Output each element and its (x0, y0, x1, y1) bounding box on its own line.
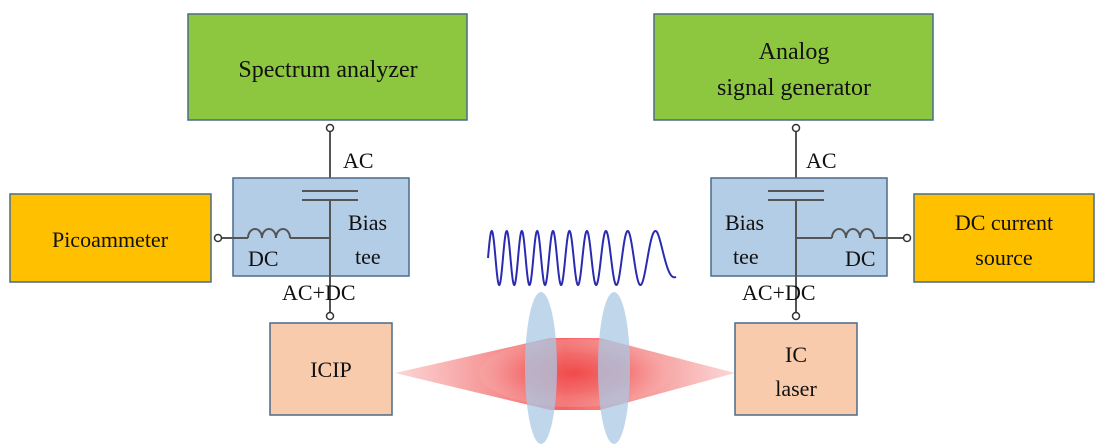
terminal-dot-icon (902, 233, 912, 243)
left-acdc-label: AC+DC (282, 280, 356, 305)
spectrum-analyzer-box (187, 13, 468, 121)
terminal-dot-icon (325, 311, 335, 321)
signal-generator-label-1: Analog (759, 39, 830, 65)
beam-glow (480, 339, 670, 407)
terminal-dot-icon (791, 123, 801, 133)
right-acdc-label: AC+DC (742, 280, 816, 305)
picoammeter-label: Picoammeter (52, 227, 169, 252)
spectrum-analyzer-label: Spectrum analyzer (238, 57, 417, 83)
ic-laser-label-2: laser (775, 376, 817, 401)
right-bias-tee-box (710, 177, 888, 277)
left-bias-tee-label-1: Bias (348, 210, 387, 235)
lens-right (598, 292, 630, 444)
left-ac-label: AC (343, 148, 374, 173)
icip-box (269, 322, 393, 416)
right-bias-tee-label-1: Bias (725, 210, 764, 235)
dc-current-source-label-1: DC current (955, 210, 1053, 235)
dc-current-source-box (913, 193, 1095, 283)
left-bias-tee-box (232, 177, 410, 277)
right-ac-label: AC (806, 148, 837, 173)
right-bias-tee-label-2: tee (733, 244, 759, 269)
ic-laser-box (734, 322, 858, 416)
signal-generator-box (653, 13, 934, 121)
terminal-dot-icon (791, 311, 801, 321)
signal-generator-label-2: signal generator (717, 75, 871, 101)
picoammeter-box (9, 193, 212, 283)
ic-laser-label-1: IC (785, 342, 807, 367)
inductor-coil-icon (247, 228, 291, 239)
inductor-coil-icon (831, 228, 875, 239)
left-bias-tee-label-2: tee (355, 244, 381, 269)
dc-current-source-label-2: source (975, 245, 1032, 270)
icip-label: ICIP (310, 357, 352, 382)
chirped-wave-icon (487, 229, 677, 287)
terminal-dot-icon (325, 123, 335, 133)
right-dc-label: DC (845, 246, 876, 271)
left-dc-label: DC (248, 246, 279, 271)
lens-left (525, 292, 557, 444)
terminal-dot-icon (213, 233, 223, 243)
optical-path (395, 292, 735, 444)
